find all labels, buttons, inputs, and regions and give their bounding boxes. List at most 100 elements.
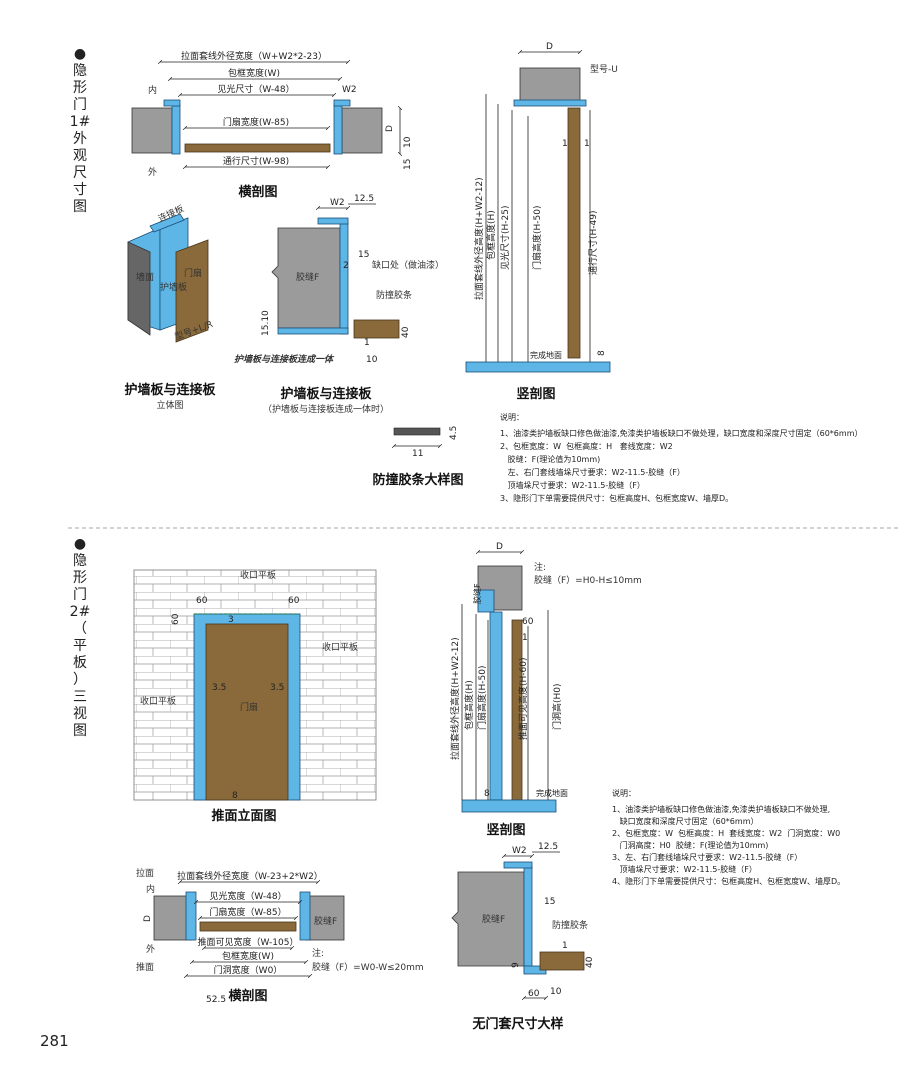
dim-outer-width: 拉面套线外径宽度（W+W2*2-23） <box>181 50 327 62</box>
s2-vertical-caption: 竖剖图 <box>486 822 525 838</box>
s2-cross-section: 拉面 内 外 推面 拉面套线外径宽度（W-23+2*W2） 见光宽度（W-48）… <box>136 867 424 1005</box>
label-model-u: 型号-U <box>590 64 618 75</box>
s1-vertical-section: D 型号-U 拉面套线外径高度(H+W2-12) 包框高度(H) 见光尺寸(H-… <box>465 42 618 402</box>
dim-d: D <box>385 125 395 132</box>
dim-hole-height: 门洞高(H0) <box>551 683 563 730</box>
dim-frame-height: 包框高度(H) <box>485 210 497 260</box>
dim-push-height: 推面可见高度(H-60) <box>517 658 529 741</box>
note-title: 注: <box>534 561 546 573</box>
notes-title: 说明： <box>500 412 524 422</box>
label-bumper: 防撞胶条 <box>552 919 588 931</box>
dim-15: 15 <box>358 250 369 260</box>
dim-4-5: 4.5 <box>449 426 459 440</box>
side-title-char: 视 <box>73 706 87 722</box>
note-line: 左、右门套线墙垛尺寸要求：W2-11.5-胶缝（F） <box>500 467 685 477</box>
dim-60a: 60 <box>196 596 208 606</box>
left-frame <box>171 103 181 155</box>
dim-12-5: 12.5 <box>354 194 374 204</box>
label-trim-left: 收口平板 <box>140 695 176 707</box>
s1-cross-caption: 横剖图 <box>238 184 277 200</box>
s1-iso-subcaption: 立体图 <box>156 399 183 411</box>
side-title-char: 隐 <box>73 63 87 79</box>
side-title-char: 2# <box>70 604 91 620</box>
dim-outer-width: 拉面套线外径宽度（W-23+2*W2） <box>177 870 323 882</box>
left-trim <box>163 99 181 107</box>
dim-2: 2 <box>343 261 349 271</box>
dim-15-10: 15.10 <box>261 310 271 336</box>
dim-frame-height: 包框高度(H) <box>463 680 475 730</box>
side-title-char: 尺 <box>73 165 87 181</box>
dim-outer-height: 拉面套线外径高度(H+W2-12) <box>449 637 461 760</box>
label-trim-right: 收口平板 <box>322 641 358 653</box>
door-leaf <box>184 143 331 153</box>
dim-1: 1 <box>364 338 370 348</box>
side-title-char: 三 <box>73 689 87 705</box>
dim-frame-width: 包框宽度(W) <box>222 950 274 962</box>
label-wall-board: 护墙板 <box>160 281 187 293</box>
dim-1a: 1 <box>562 139 568 149</box>
dim-60: 60 <box>528 989 540 999</box>
dim-light-width: 见光尺寸（W-48） <box>217 83 294 95</box>
s1-bumper-detail: 11 4.5 防撞胶条大样图 <box>372 426 463 488</box>
note-line: 2、包框宽度：W 包框高度：H 套线宽度：W2 <box>500 441 673 451</box>
dim-leaf-width: 门扇宽度(W-85) <box>223 116 289 128</box>
note-line: 1、油漆类护墙板缺口修色做油漆,免漆类护墙板缺口不做处理，缺口宽度和深度尺寸固定… <box>500 428 862 438</box>
side-title-char: 门 <box>73 97 87 113</box>
note-gap: 胶缝（F）=W0-W≤20mm <box>312 961 424 973</box>
dim-8: 8 <box>232 791 238 801</box>
s1-joint-caption: 护墙板与连接板 <box>280 386 372 402</box>
side-title-char: 形 <box>73 80 87 96</box>
note-line: 胶缝：F(理论值为10mm) <box>500 454 600 464</box>
dim-60b: 60 <box>288 596 300 606</box>
right-trim <box>333 99 351 107</box>
label-pull: 拉面 <box>136 867 154 879</box>
side-title-char: 图 <box>73 199 87 215</box>
dim-9: 9 <box>511 962 521 968</box>
label-door-leaf: 门扇 <box>184 267 202 279</box>
dim-outer-height: 拉面套线外径高度(H+W2-12) <box>473 177 485 300</box>
dim-15: 15 <box>544 897 555 907</box>
label-gap: 胶缝F <box>314 915 337 927</box>
note-line: 1、油漆类护墙板缺口修色做油漆,免漆类护墙板缺口不做处理, <box>612 804 830 814</box>
note-line: 门洞高度：H0 胶缝：F(理论值为10mm) <box>612 840 768 850</box>
dim-60c: 60 <box>171 613 181 625</box>
label-inside: 内 <box>146 883 155 895</box>
s1-iso-view: 连接板 墙面 护墙板 门扇 型号+L/R 护墙板与连接板 立体图 <box>124 202 216 411</box>
side-title-char: 外 <box>73 131 87 147</box>
label-gap: 胶缝F <box>296 271 319 283</box>
dim-d: D <box>546 42 553 52</box>
label-push: 推面 <box>136 961 154 973</box>
dim-11: 11 <box>412 449 423 459</box>
dim-1b: 1 <box>584 139 590 149</box>
side-title-char: （ <box>73 621 87 637</box>
side-title-char: ● <box>74 536 86 552</box>
note-line: 缺口宽度和深度尺寸固定（60*6mm） <box>612 816 758 826</box>
side-title-char: 门 <box>73 587 87 603</box>
label-outside: 外 <box>146 943 155 955</box>
dim-1: 1 <box>522 633 528 643</box>
label-gap: 胶缝F <box>472 583 482 604</box>
left-wall <box>131 107 173 154</box>
s2-vertical-section: D 注: 胶缝（F）=H0-H≤10mm 拉面套线外径高度(H+W2-12) 包… <box>449 542 642 838</box>
note-line: 顶墙垛尺寸要求：W2-11.5-胶缝（F） <box>612 864 757 874</box>
dim-w2: W2 <box>330 198 345 208</box>
side-title-char: 1# <box>70 114 91 130</box>
dim-1: 1 <box>562 941 568 951</box>
dim-w2: W2 <box>342 85 357 95</box>
label-trim-top: 收口平板 <box>240 569 276 581</box>
side-title-char: ● <box>74 46 86 62</box>
dim-8: 8 <box>597 350 607 356</box>
side-title-char: 平 <box>73 638 87 654</box>
page-number: 281 <box>40 1032 69 1050</box>
side-title-char: ） <box>73 672 87 688</box>
dim-8: 8 <box>484 789 490 799</box>
note-line: 2、包框宽度：W 包框高度：H 套线宽度：W2 门洞宽度：W0 <box>612 828 840 838</box>
right-frame <box>333 103 343 155</box>
s1-notes: 说明： 1、油漆类护墙板缺口修色做油漆,免漆类护墙板缺口不做处理，缺口宽度和深度… <box>500 412 862 503</box>
label-gap: 胶缝F <box>482 913 505 925</box>
label-inside: 内 <box>148 84 157 96</box>
dim-leaf-height: 门扇高度(H-50) <box>476 666 488 731</box>
dim-3-5a: 3.5 <box>212 683 226 693</box>
side-title-char: 图 <box>73 723 87 739</box>
